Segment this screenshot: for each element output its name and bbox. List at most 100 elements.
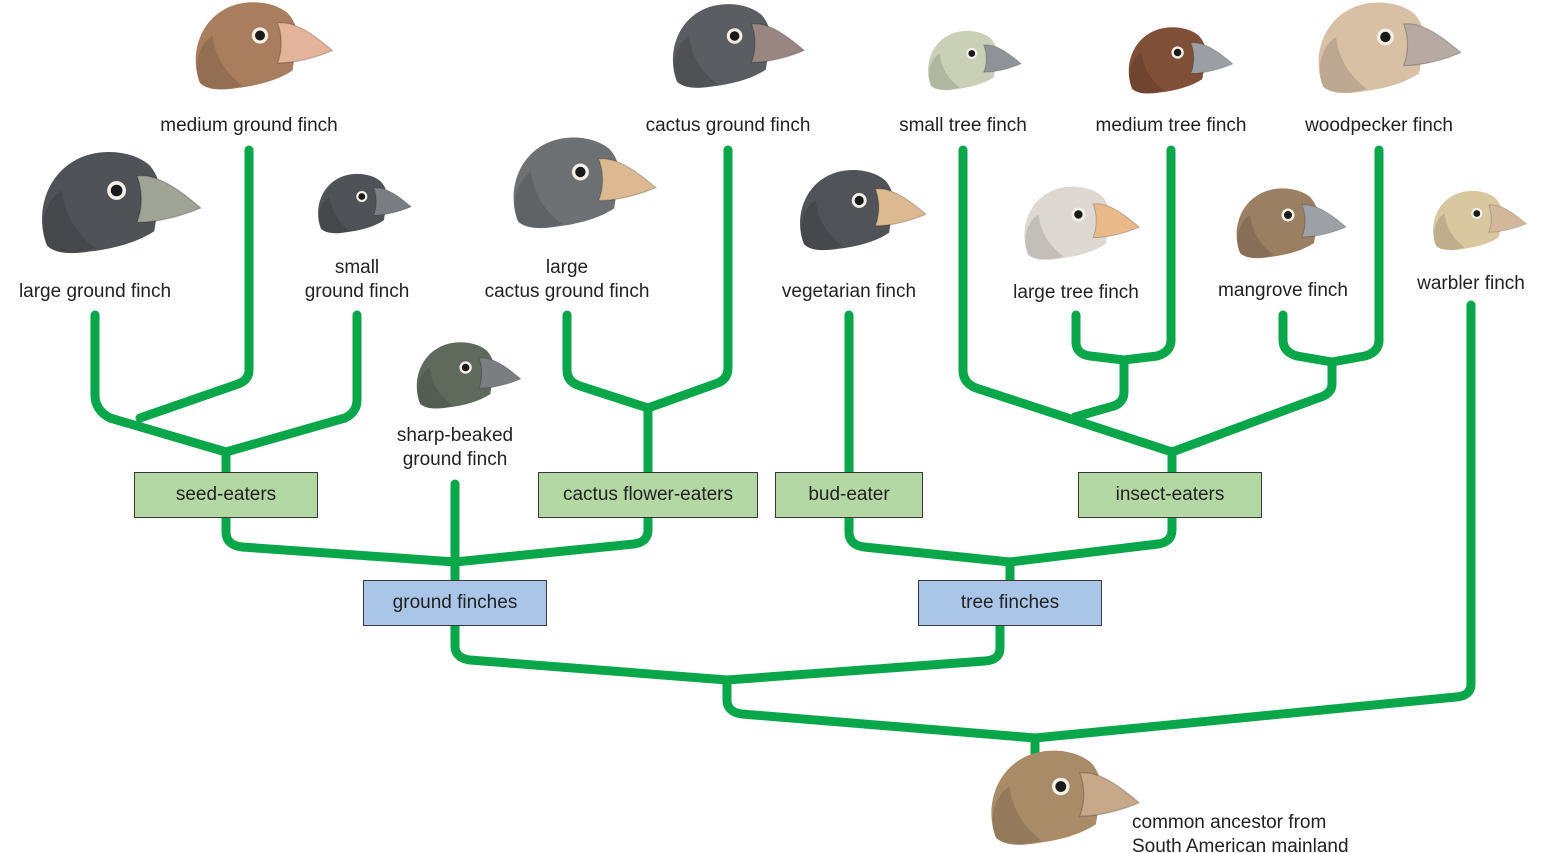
- beak-shape: [597, 158, 658, 202]
- species-label-line: medium tree finch: [1095, 115, 1247, 136]
- bird-head-icon: [1024, 186, 1141, 260]
- species-label-line: cactus ground finch: [645, 115, 811, 136]
- branch-line: [722, 675, 1040, 743]
- bird-head-icon: [672, 4, 806, 88]
- head-shape: [928, 30, 998, 91]
- head-shade: [197, 35, 243, 89]
- head-shade: [928, 53, 960, 90]
- bird-head-icon: [1433, 190, 1527, 251]
- species-label-large-cactus-ground-finch: large cactus ground finch: [485, 256, 650, 304]
- beak-shape: [1402, 23, 1463, 67]
- species-label-line: warbler finch: [1417, 273, 1525, 294]
- beak-shape: [874, 188, 927, 227]
- beak-shape: [750, 23, 806, 64]
- branch-line: [221, 513, 460, 567]
- eye: [729, 31, 740, 41]
- species-label-line: large: [545, 257, 589, 278]
- branch-line: [722, 621, 1005, 685]
- head-shape: [1236, 188, 1318, 259]
- beak-shape: [1190, 42, 1234, 74]
- bird-head-icon: [42, 151, 203, 254]
- species-label-mangrove-finch: mangrove finch: [1218, 279, 1348, 303]
- species-label-line: woodpecker finch: [1305, 115, 1453, 136]
- species-label-line: cactus ground finch: [484, 281, 650, 302]
- branch-line: [450, 621, 732, 685]
- branch-line: [221, 310, 362, 457]
- head-shade: [318, 196, 350, 233]
- eye: [1173, 48, 1182, 57]
- beak-shape: [478, 357, 522, 389]
- species-label-line: medium ground finch: [160, 115, 338, 136]
- branch-line: [1071, 310, 1129, 365]
- bird-head-icon: [1236, 188, 1347, 259]
- species-label-line: small: [334, 257, 380, 278]
- species-label-small-ground-finch: small ground finch: [305, 256, 410, 304]
- branch-line: [562, 310, 653, 413]
- ground-finches-box: ground finches: [363, 580, 547, 626]
- branch-line: [1070, 355, 1129, 422]
- head-shade: [674, 36, 718, 88]
- branch-line: [958, 145, 1177, 457]
- species-label-line: large ground finch: [18, 281, 172, 302]
- species-label-warbler-finch: warbler finch: [1417, 272, 1525, 296]
- beak-shape: [983, 44, 1022, 73]
- head-shade: [992, 786, 1042, 845]
- head-shape: [416, 342, 495, 409]
- eye: [1074, 210, 1083, 219]
- head-shape: [1318, 2, 1425, 94]
- head-shade: [43, 190, 97, 253]
- beak-shape: [1488, 204, 1527, 233]
- head-shape: [672, 4, 771, 88]
- eye: [358, 193, 366, 200]
- species-label-line: sharp-beaked: [396, 425, 514, 446]
- species-label-cactus-ground-finch: cactus ground finch: [646, 114, 811, 138]
- beak-shape: [1301, 204, 1347, 238]
- branch-line: [643, 145, 733, 413]
- seed-eaters-box: seed-eaters: [134, 472, 318, 518]
- species-label-line: ground finch: [402, 449, 508, 470]
- species-label-medium-ground-finch: medium ground finch: [160, 114, 337, 138]
- species-label-line: small tree finch: [899, 115, 1027, 136]
- species-label-sharp-beaked-ground-finch: sharp-beaked ground finch: [397, 424, 513, 472]
- bud-eater-box: bud-eater: [775, 472, 923, 518]
- head-shape: [1024, 186, 1110, 260]
- species-label-small-tree-finch: small tree finch: [899, 114, 1027, 138]
- species-label-woodpecker-finch: woodpecker finch: [1305, 114, 1453, 138]
- eye: [461, 363, 470, 372]
- head-shape: [195, 2, 298, 90]
- cactus-flower-eaters-box: cactus flower-eaters: [538, 472, 758, 518]
- bird-head-icon: [416, 342, 522, 409]
- branch-line: [1278, 310, 1337, 367]
- head-shape: [991, 750, 1102, 845]
- species-label-line: ground finch: [304, 281, 410, 302]
- eye: [110, 184, 123, 197]
- head-shape: [1128, 27, 1207, 94]
- branch-line: [135, 145, 254, 423]
- eye: [1380, 31, 1391, 43]
- branch-line: [1119, 145, 1176, 365]
- species-label-line: vegetarian finch: [781, 281, 917, 302]
- bird-head-icon: [1318, 2, 1463, 94]
- head-shade: [1319, 37, 1368, 93]
- eye: [255, 30, 265, 41]
- bird-head-icon: [991, 750, 1141, 845]
- eye: [854, 195, 864, 206]
- beak-shape: [276, 22, 334, 64]
- head-shape: [800, 169, 894, 251]
- head-shape: [1433, 190, 1503, 251]
- species-label-large-ground-finch: large ground finch: [19, 280, 171, 304]
- species-label-line: mangrove finch: [1218, 280, 1348, 301]
- head-shade: [514, 172, 563, 228]
- head-shape: [42, 151, 161, 254]
- species-label-large-tree-finch: large tree finch: [1013, 281, 1139, 305]
- head-shade: [1433, 213, 1465, 250]
- eye: [575, 166, 586, 178]
- branch-line: [844, 513, 1015, 567]
- insect-eaters-box: insect-eaters: [1078, 472, 1262, 518]
- ancestor-label: common ancestor from South American main…: [1132, 811, 1349, 853]
- bird-head-icon: [318, 173, 412, 234]
- branch-line: [1327, 145, 1384, 367]
- bird-head-icon: [1128, 27, 1234, 94]
- ancestor-label-line: common ancestor from: [1132, 812, 1327, 833]
